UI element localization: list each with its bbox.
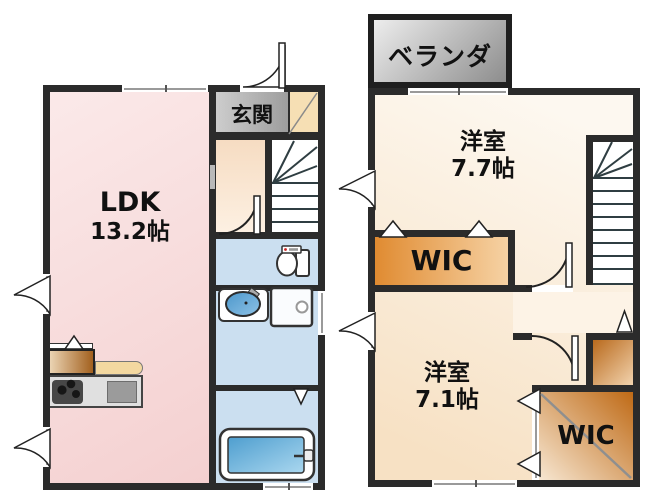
kitchen-sink-icon [107, 381, 137, 403]
ldk-label: LDK 13.2帖 [50, 188, 210, 246]
wic-sliding-door [532, 392, 539, 480]
veranda-label: ベランダ [387, 42, 492, 71]
ldk-name: LDK [99, 187, 161, 218]
room-71-label: 洋室 7.1帖 [357, 360, 537, 414]
window [368, 170, 375, 207]
window [122, 85, 208, 92]
room-77-size: 7.7帖 [451, 156, 515, 182]
wall [209, 285, 318, 291]
door-opening [43, 274, 50, 314]
wall [586, 333, 593, 385]
room-77-label: 洋室 7.7帖 [383, 129, 583, 183]
wall [209, 132, 318, 140]
door-opening [43, 427, 50, 467]
window [263, 483, 313, 490]
wic-upper-label: WIC [410, 244, 473, 277]
wic-lower-label: WIC [557, 421, 615, 451]
kitchen-counter-tan [95, 361, 143, 375]
wall [532, 385, 633, 392]
wall [209, 385, 318, 391]
door-threshold [532, 285, 573, 292]
window [408, 88, 508, 95]
wall [513, 333, 532, 340]
entrance-door-arc [242, 44, 286, 88]
window [318, 291, 325, 335]
wall [586, 135, 593, 285]
window [368, 312, 375, 350]
entrance-floor [216, 92, 288, 135]
entrance-door-leaf [278, 42, 286, 89]
room-71-name: 洋室 [424, 360, 470, 386]
wall [368, 285, 532, 292]
wall [508, 230, 515, 292]
closet-small [593, 340, 633, 385]
wall [586, 333, 640, 340]
room-77-name: 洋室 [460, 129, 506, 155]
room-71-size: 7.1帖 [415, 387, 479, 413]
ldk-size: 13.2帖 [90, 219, 170, 245]
ldk-room [50, 92, 212, 483]
wall [209, 232, 318, 239]
veranda [368, 14, 512, 88]
wic-upper [375, 237, 508, 285]
hallway-2f [513, 292, 633, 333]
window [432, 480, 517, 487]
entrance-label: 玄関 [231, 103, 273, 127]
wall [368, 230, 515, 237]
wall [586, 135, 633, 142]
door-opening [210, 165, 215, 189]
wall [265, 140, 272, 232]
entrance-door-opening [240, 85, 284, 92]
